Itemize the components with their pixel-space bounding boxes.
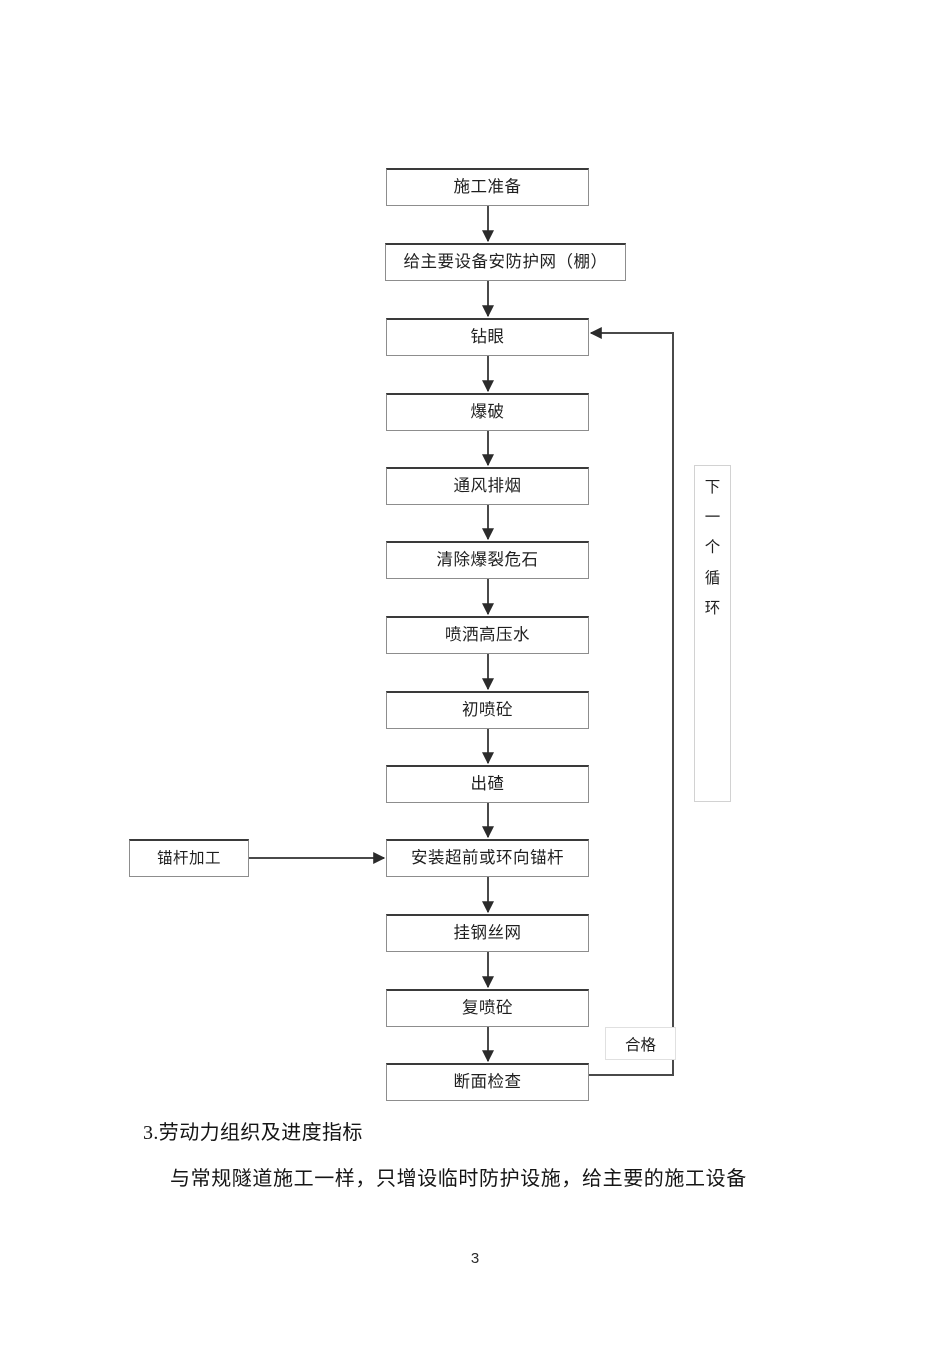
edge-label-qualified: 合格	[605, 1027, 676, 1060]
flow-node-mucking[interactable]: 出碴	[386, 765, 589, 803]
flow-node-section-inspection[interactable]: 断面检查	[386, 1063, 589, 1101]
node-label: 爆破	[470, 402, 505, 422]
flow-node-remove-loose-rock[interactable]: 清除爆裂危石	[386, 541, 589, 579]
flow-node-high-pressure-water-spray[interactable]: 喷洒高压水	[386, 616, 589, 654]
node-label: 锚杆加工	[156, 849, 221, 867]
edge-label-text: 合格	[624, 1036, 656, 1054]
next-cycle-label: 下 一 个 循 环	[694, 465, 731, 802]
cycle-char: 循	[704, 569, 721, 587]
flow-node-install-anchor-bolts[interactable]: 安装超前或环向锚杆	[386, 839, 589, 877]
node-label: 断面检查	[453, 1072, 522, 1092]
node-label: 钻眼	[470, 327, 505, 347]
node-label: 通风排烟	[453, 476, 522, 496]
flow-node-construction-preparation[interactable]: 施工准备	[386, 168, 589, 206]
section-heading: 3.劳动力组织及进度指标	[143, 1122, 363, 1144]
flow-node-blasting[interactable]: 爆破	[386, 393, 589, 431]
node-label: 给主要设备安防护网（棚）	[403, 252, 608, 272]
node-label: 初喷砼	[462, 700, 513, 720]
body-paragraph: 与常规隧道施工一样，只增设临时防护设施，给主要的施工设备	[170, 1168, 747, 1190]
node-label: 施工准备	[453, 177, 522, 197]
node-label: 挂钢丝网	[453, 923, 522, 943]
cycle-char: 一	[704, 509, 721, 527]
page-number: 3	[470, 1250, 480, 1267]
flow-node-hang-steel-mesh[interactable]: 挂钢丝网	[386, 914, 589, 952]
flow-node-initial-shotcrete[interactable]: 初喷砼	[386, 691, 589, 729]
cycle-char: 个	[704, 539, 721, 557]
cycle-char: 环	[704, 599, 721, 617]
node-label: 喷洒高压水	[445, 625, 530, 645]
cycle-char: 下	[704, 479, 721, 496]
node-label: 复喷砼	[462, 998, 513, 1018]
node-label: 清除爆裂危石	[436, 550, 539, 570]
construction-flowchart: 施工准备 给主要设备安防护网（棚） 钻眼 爆破 通风排烟 清除爆裂危石 喷洒高压…	[129, 168, 731, 1101]
flow-node-anchor-bolt-fabrication[interactable]: 锚杆加工	[129, 839, 249, 877]
node-label: 安装超前或环向锚杆	[411, 848, 564, 868]
flow-node-ventilation-smoke-exhaust[interactable]: 通风排烟	[386, 467, 589, 505]
flow-node-drilling[interactable]: 钻眼	[386, 318, 589, 356]
flow-node-second-shotcrete[interactable]: 复喷砼	[386, 989, 589, 1027]
flow-node-install-protective-net[interactable]: 给主要设备安防护网（棚）	[385, 243, 626, 281]
node-label: 出碴	[470, 774, 505, 794]
